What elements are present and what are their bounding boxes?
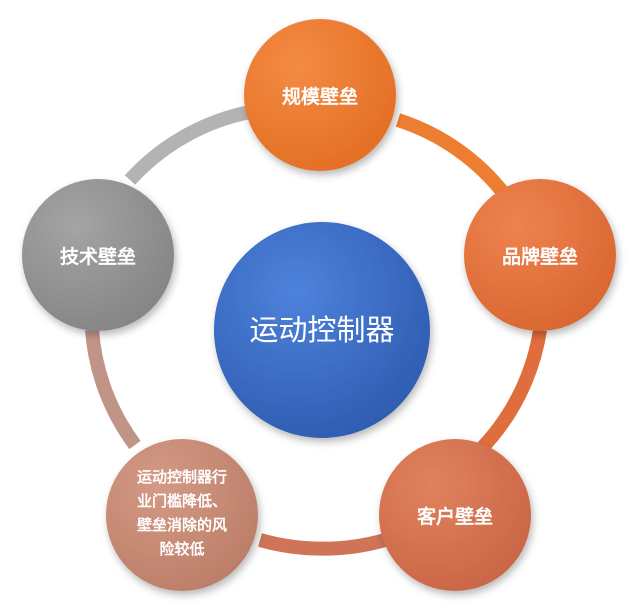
scale-barrier-label: 规模壁垒 [282,85,358,108]
node-tech-barrier: 技术壁垒 [22,179,174,331]
brand-barrier-label: 品牌壁垒 [502,245,578,268]
node-brand-barrier: 品牌壁垒 [464,179,616,331]
ring-segment-scale-brand [395,113,511,200]
scale-barrier-circle [244,19,396,171]
connecting-ring [85,105,547,556]
center-node: 运动控制器 [214,222,430,438]
ring-segment-tech-scale [124,105,252,185]
customer-barrier-circle [379,439,531,591]
ring-segment-customer-result [258,533,387,556]
ring-segment-result-tech [85,329,141,450]
tech-barrier-circle [22,179,174,331]
customer-barrier-label: 客户壁垒 [417,505,493,528]
tech-barrier-label: 技术壁垒 [60,245,136,268]
node-scale-barrier: 规模壁垒 [244,19,396,171]
risk-result-line-2: 业门槛降低、 [137,492,227,510]
center-label: 运动控制器 [249,313,394,347]
risk-result-line-3: 壁垒消除的风 [137,516,227,534]
node-customer-barrier: 客户壁垒 [379,439,531,591]
center-circle [214,222,430,438]
node-risk-result: 运动控制器行 业门槛降低、 壁垒消除的风 险较低 [106,439,258,591]
brand-barrier-circle [464,179,616,331]
risk-result-circle [106,439,258,591]
ring-segment-brand-customer [474,328,547,455]
risk-result-line-1: 运动控制器行 [137,468,227,486]
risk-result-line-4: 险较低 [159,540,204,558]
